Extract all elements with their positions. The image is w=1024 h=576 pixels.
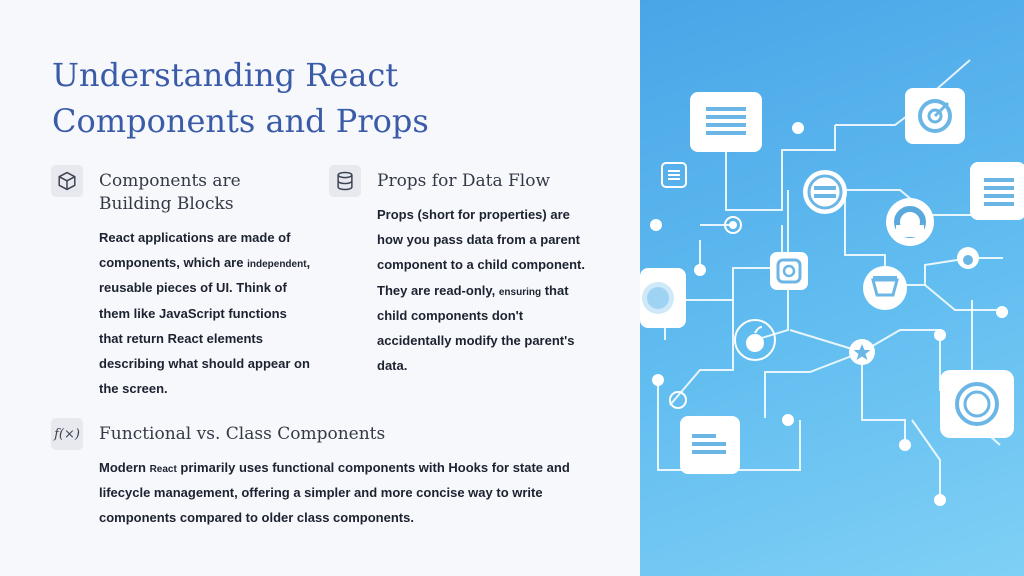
circle-icon	[940, 370, 1014, 438]
components-section-title: Components are Building Blocks	[99, 171, 241, 214]
props-line: Props (short for properties) are	[377, 207, 570, 222]
components-line: the screen.	[99, 381, 168, 397]
database-icon	[329, 165, 361, 197]
functional-section-title: Functional vs. Class Components	[99, 424, 386, 444]
cart-icon	[863, 266, 907, 310]
components-section-body: React applications are made of components…	[99, 226, 329, 402]
document-icon	[690, 92, 762, 152]
list-icon	[661, 162, 687, 188]
components-line: describing what should appear on	[99, 356, 310, 372]
cube-icon	[51, 165, 83, 197]
props-line: component to a child component.	[377, 257, 585, 273]
network-diagram	[640, 59, 1024, 506]
title-line-1: Understanding React	[52, 56, 399, 94]
functional-line: lifecycle management, offering a simpler…	[99, 485, 543, 501]
network-illustration	[640, 0, 1024, 576]
apple-icon	[957, 247, 979, 269]
props-line: child components don't	[377, 307, 524, 323]
components-line: them like JavaScript functions	[99, 305, 287, 321]
list-icon	[803, 170, 847, 214]
functional-line: Modern React primarily uses functional c…	[99, 460, 570, 475]
function-icon: f(×)	[51, 418, 83, 450]
cloud-icon	[886, 198, 934, 246]
target-icon	[905, 88, 965, 144]
props-line: accidentally modify the parent's	[377, 333, 575, 349]
components-line: reusable pieces of UI. Think of	[99, 280, 287, 296]
props-line: data.	[377, 358, 408, 374]
props-section-body: Props (short for properties) are how you …	[377, 203, 617, 379]
circle-icon	[640, 268, 686, 328]
title-line-2: Components and Props	[52, 102, 429, 140]
page-title: Understanding React Components and Props	[52, 52, 612, 144]
functional-section-body: Modern React primarily uses functional c…	[99, 456, 619, 532]
instagram-icon	[770, 252, 808, 290]
document-icon	[680, 416, 740, 474]
functional-line: components compared to older class compo…	[99, 510, 414, 526]
star-icon	[849, 339, 875, 365]
props-line: how you pass data from a parent	[377, 232, 580, 248]
components-line: that return React elements	[99, 330, 263, 346]
props-line: They are read-only, ensuring that	[377, 282, 569, 298]
document-icon	[970, 162, 1024, 220]
components-line: React applications are made of	[99, 230, 291, 245]
content-panel: Understanding React Components and Props…	[51, 52, 619, 532]
apple-icon	[734, 319, 776, 361]
components-line: components, which are independent,	[99, 255, 311, 271]
props-section-title: Props for Data Flow	[377, 171, 551, 191]
